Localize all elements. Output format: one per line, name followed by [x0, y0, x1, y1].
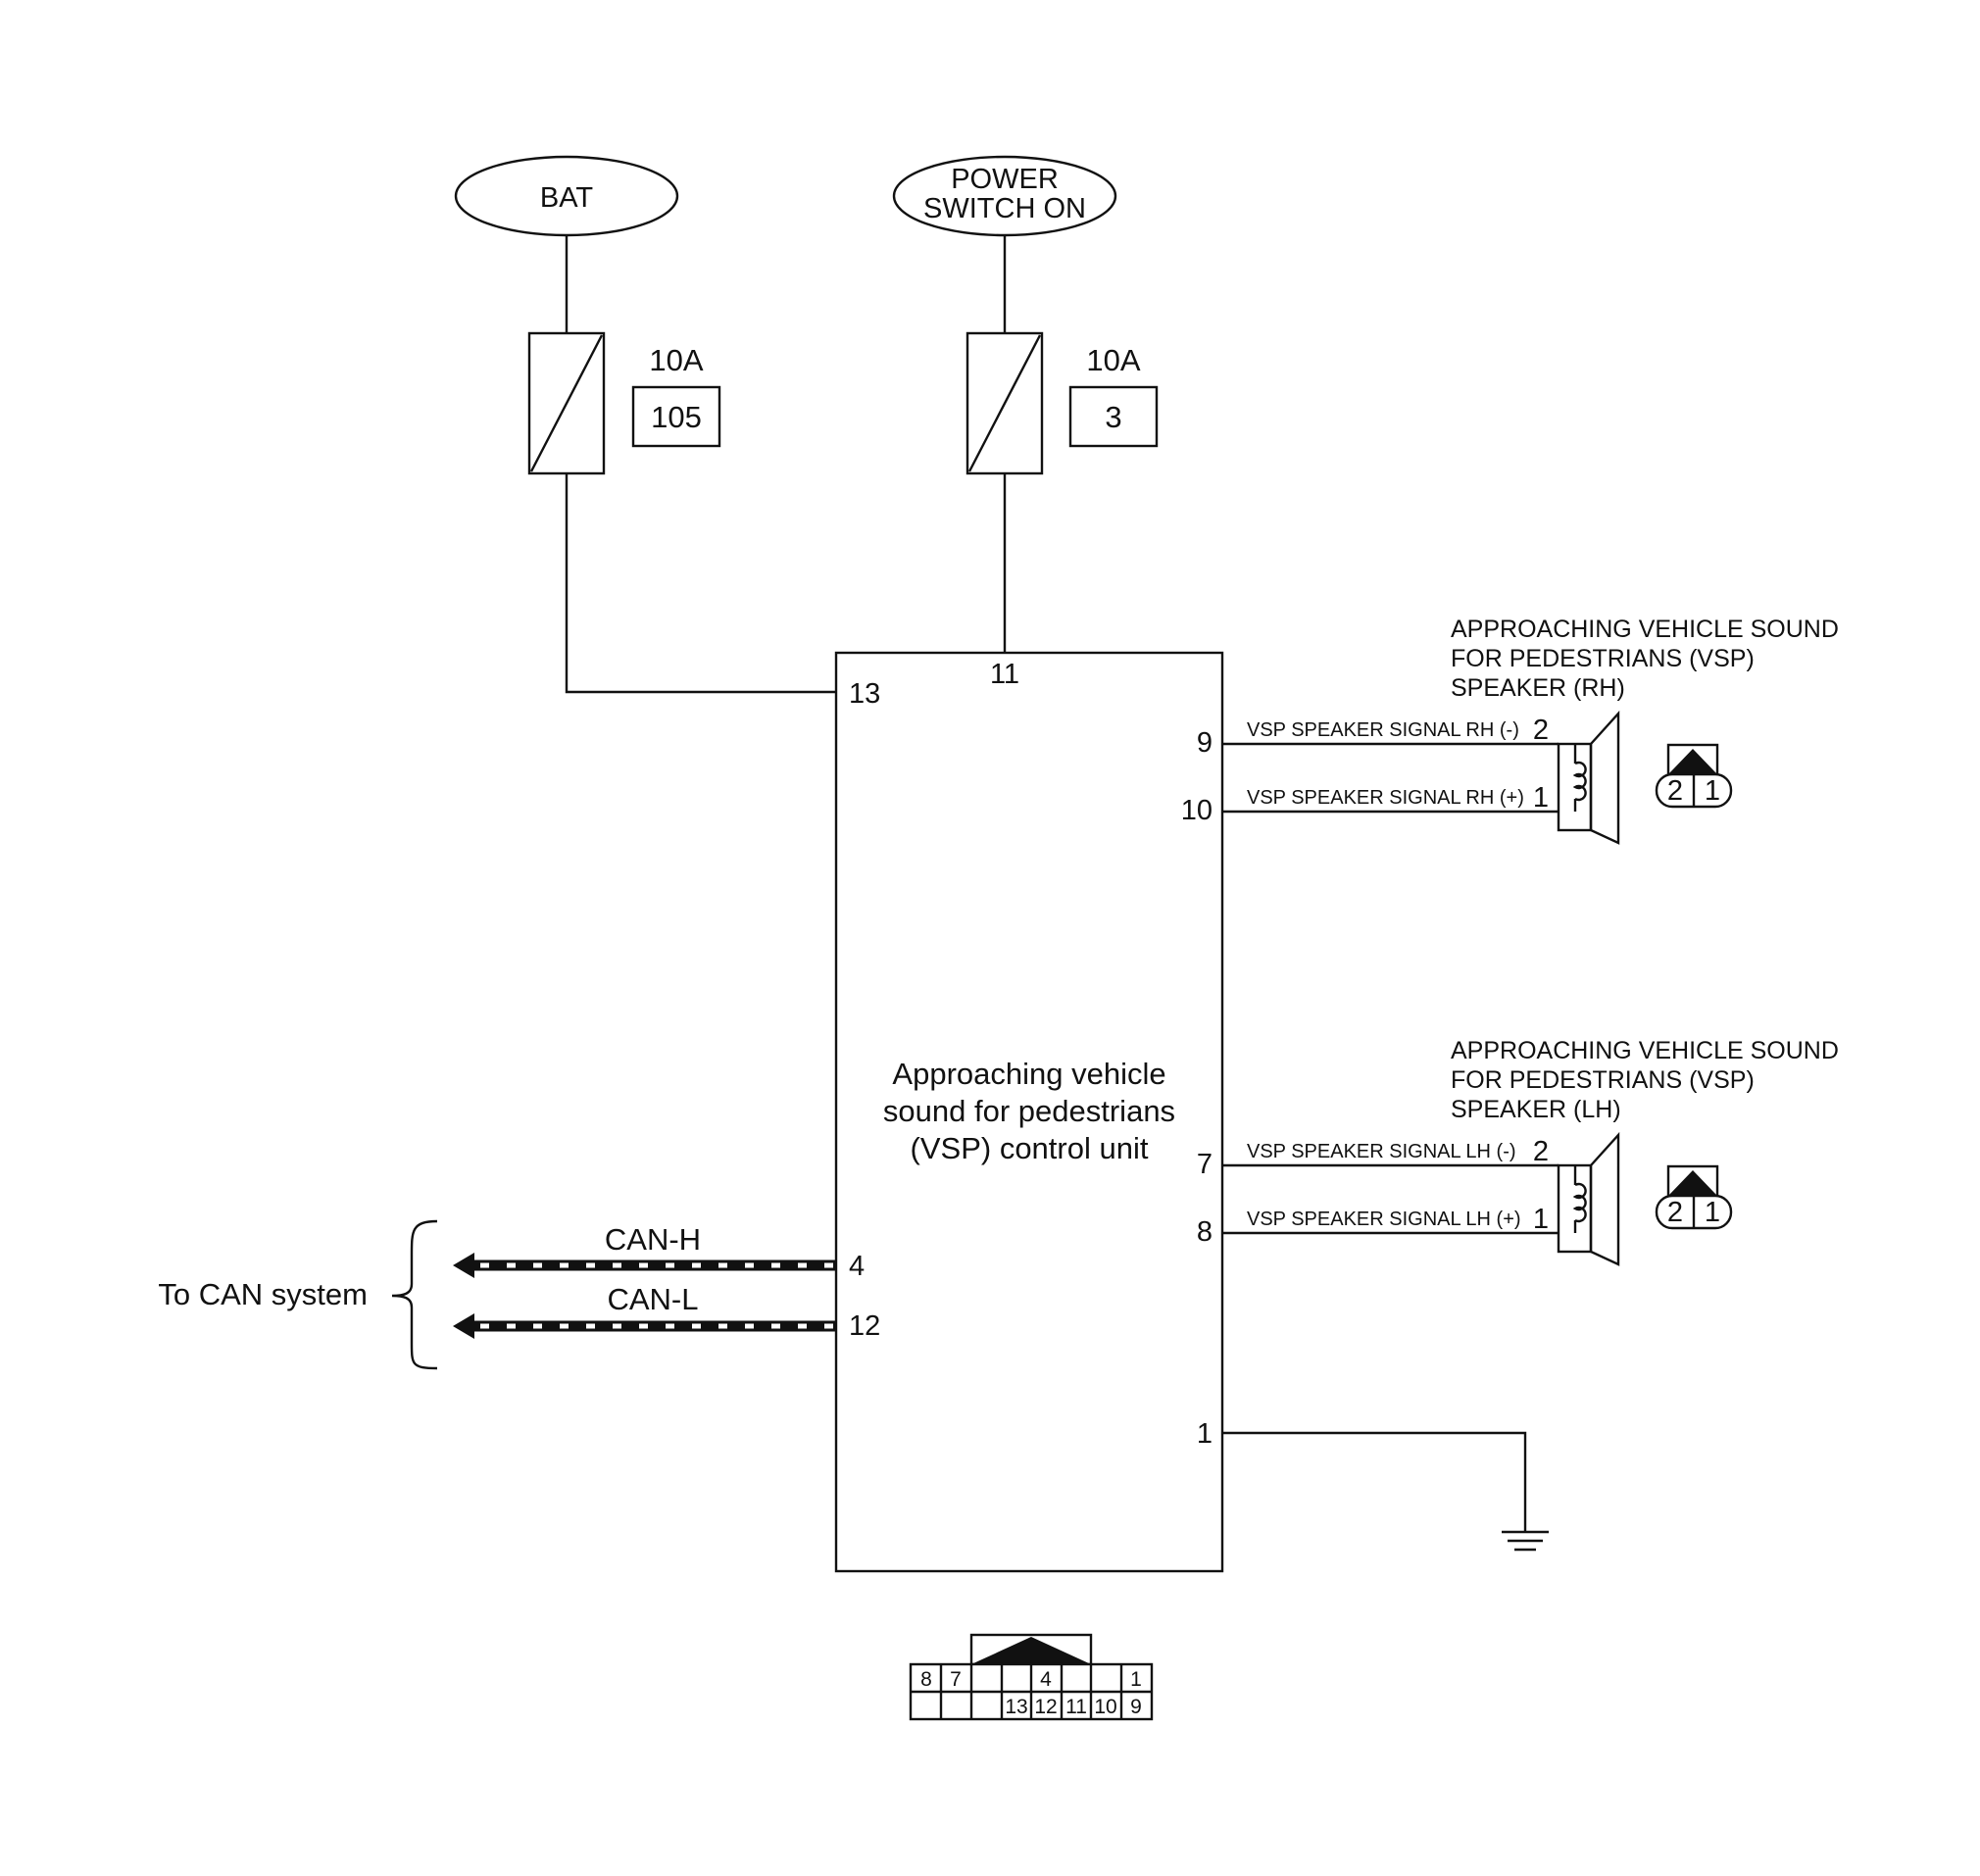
fuse-105: [527, 331, 606, 475]
rh-connector-pin-1: 1: [1705, 775, 1720, 807]
control-unit-name-line3: (VSP) control unit: [911, 1131, 1149, 1165]
fuse-3-number: 3: [1105, 400, 1121, 434]
can-l-label: CAN-L: [607, 1282, 698, 1316]
conn-r1-c8: 1: [1130, 1668, 1142, 1691]
can-h-line: [453, 1253, 836, 1278]
lh-pin-1: 1: [1533, 1204, 1549, 1235]
pin-11: 11: [990, 659, 1019, 690]
speaker-lh-connector-icon: 2 1: [1655, 1164, 1733, 1230]
conn-r1-c5: 4: [1040, 1668, 1052, 1691]
can-l-line: [453, 1313, 836, 1339]
lh-pin-2: 2: [1533, 1136, 1549, 1167]
unit-connector-icon: 8 7 4 1 13 12 11 10 9: [909, 1633, 1154, 1721]
pin-4: 4: [849, 1251, 865, 1282]
pin-12: 12: [849, 1310, 880, 1342]
conn-r2-c8: 9: [1130, 1696, 1142, 1718]
pin-10: 10: [1181, 795, 1213, 826]
rh-pin-2: 2: [1533, 715, 1549, 746]
rh-connector-pin-2: 2: [1667, 775, 1683, 807]
fuse-105-number: 105: [651, 400, 702, 434]
fuse-3: [965, 331, 1044, 475]
speaker-lh-label-line3: SPEAKER (LH): [1451, 1096, 1621, 1123]
can-brace: [391, 1219, 438, 1370]
speaker-rh-label-line2: FOR PEDESTRIANS (VSP): [1451, 645, 1755, 672]
pin-7: 7: [1197, 1149, 1213, 1180]
signal-rh-plus: VSP SPEAKER SIGNAL RH (+): [1247, 787, 1524, 809]
conn-r1-c1: 8: [920, 1668, 932, 1691]
speaker-rh-connector-icon: 2 1: [1655, 743, 1733, 809]
conn-r2-c6: 11: [1065, 1696, 1087, 1718]
lh-connector-pin-2: 2: [1667, 1197, 1683, 1228]
speaker-lh-label-line2: FOR PEDESTRIANS (VSP): [1451, 1066, 1755, 1094]
rh-pin-1: 1: [1533, 782, 1549, 814]
pin-1: 1: [1197, 1418, 1213, 1450]
can-h-label: CAN-H: [605, 1222, 701, 1257]
bat-source: BAT: [454, 155, 679, 237]
speaker-rh: [1557, 710, 1620, 845]
conn-r2-c7: 10: [1094, 1696, 1116, 1718]
pin-9: 9: [1197, 727, 1213, 759]
power-label: POWER: [951, 164, 1059, 195]
conn-r2-c5: 12: [1034, 1696, 1057, 1718]
lh-connector-pin-1: 1: [1705, 1197, 1720, 1228]
fuse-105-number-box: 105: [631, 385, 721, 448]
fuse-3-rating: 10A: [1086, 343, 1140, 377]
speaker-rh-label-line3: SPEAKER (RH): [1451, 674, 1625, 702]
control-unit-name-line2: sound for pedestrians: [883, 1094, 1175, 1128]
pin-13: 13: [849, 678, 880, 710]
fuse-3-number-box: 3: [1068, 385, 1159, 448]
signal-rh-minus: VSP SPEAKER SIGNAL RH (-): [1247, 719, 1519, 741]
signal-lh-plus: VSP SPEAKER SIGNAL LH (+): [1247, 1209, 1521, 1230]
fuse-105-rating: 10A: [649, 343, 703, 377]
power-switch-source: POWER SWITCH ON: [892, 155, 1117, 237]
control-unit-name-line1: Approaching vehicle: [892, 1057, 1165, 1091]
conn-r2-c4: 13: [1005, 1696, 1027, 1718]
bat-label: BAT: [540, 182, 594, 214]
conn-r1-c2: 7: [950, 1668, 962, 1691]
pin-8: 8: [1197, 1216, 1213, 1248]
vsp-control-unit: Approaching vehicle sound for pedestrian…: [834, 651, 1224, 1573]
can-system-label: To CAN system: [158, 1277, 368, 1311]
speaker-lh-label-line1: APPROACHING VEHICLE SOUND: [1451, 1037, 1839, 1064]
speaker-lh: [1557, 1131, 1620, 1266]
ground-symbol: [1222, 1431, 1549, 1552]
speaker-rh-label-line1: APPROACHING VEHICLE SOUND: [1451, 616, 1839, 643]
switch-on-label: SWITCH ON: [923, 193, 1086, 224]
signal-lh-minus: VSP SPEAKER SIGNAL LH (-): [1247, 1141, 1516, 1162]
